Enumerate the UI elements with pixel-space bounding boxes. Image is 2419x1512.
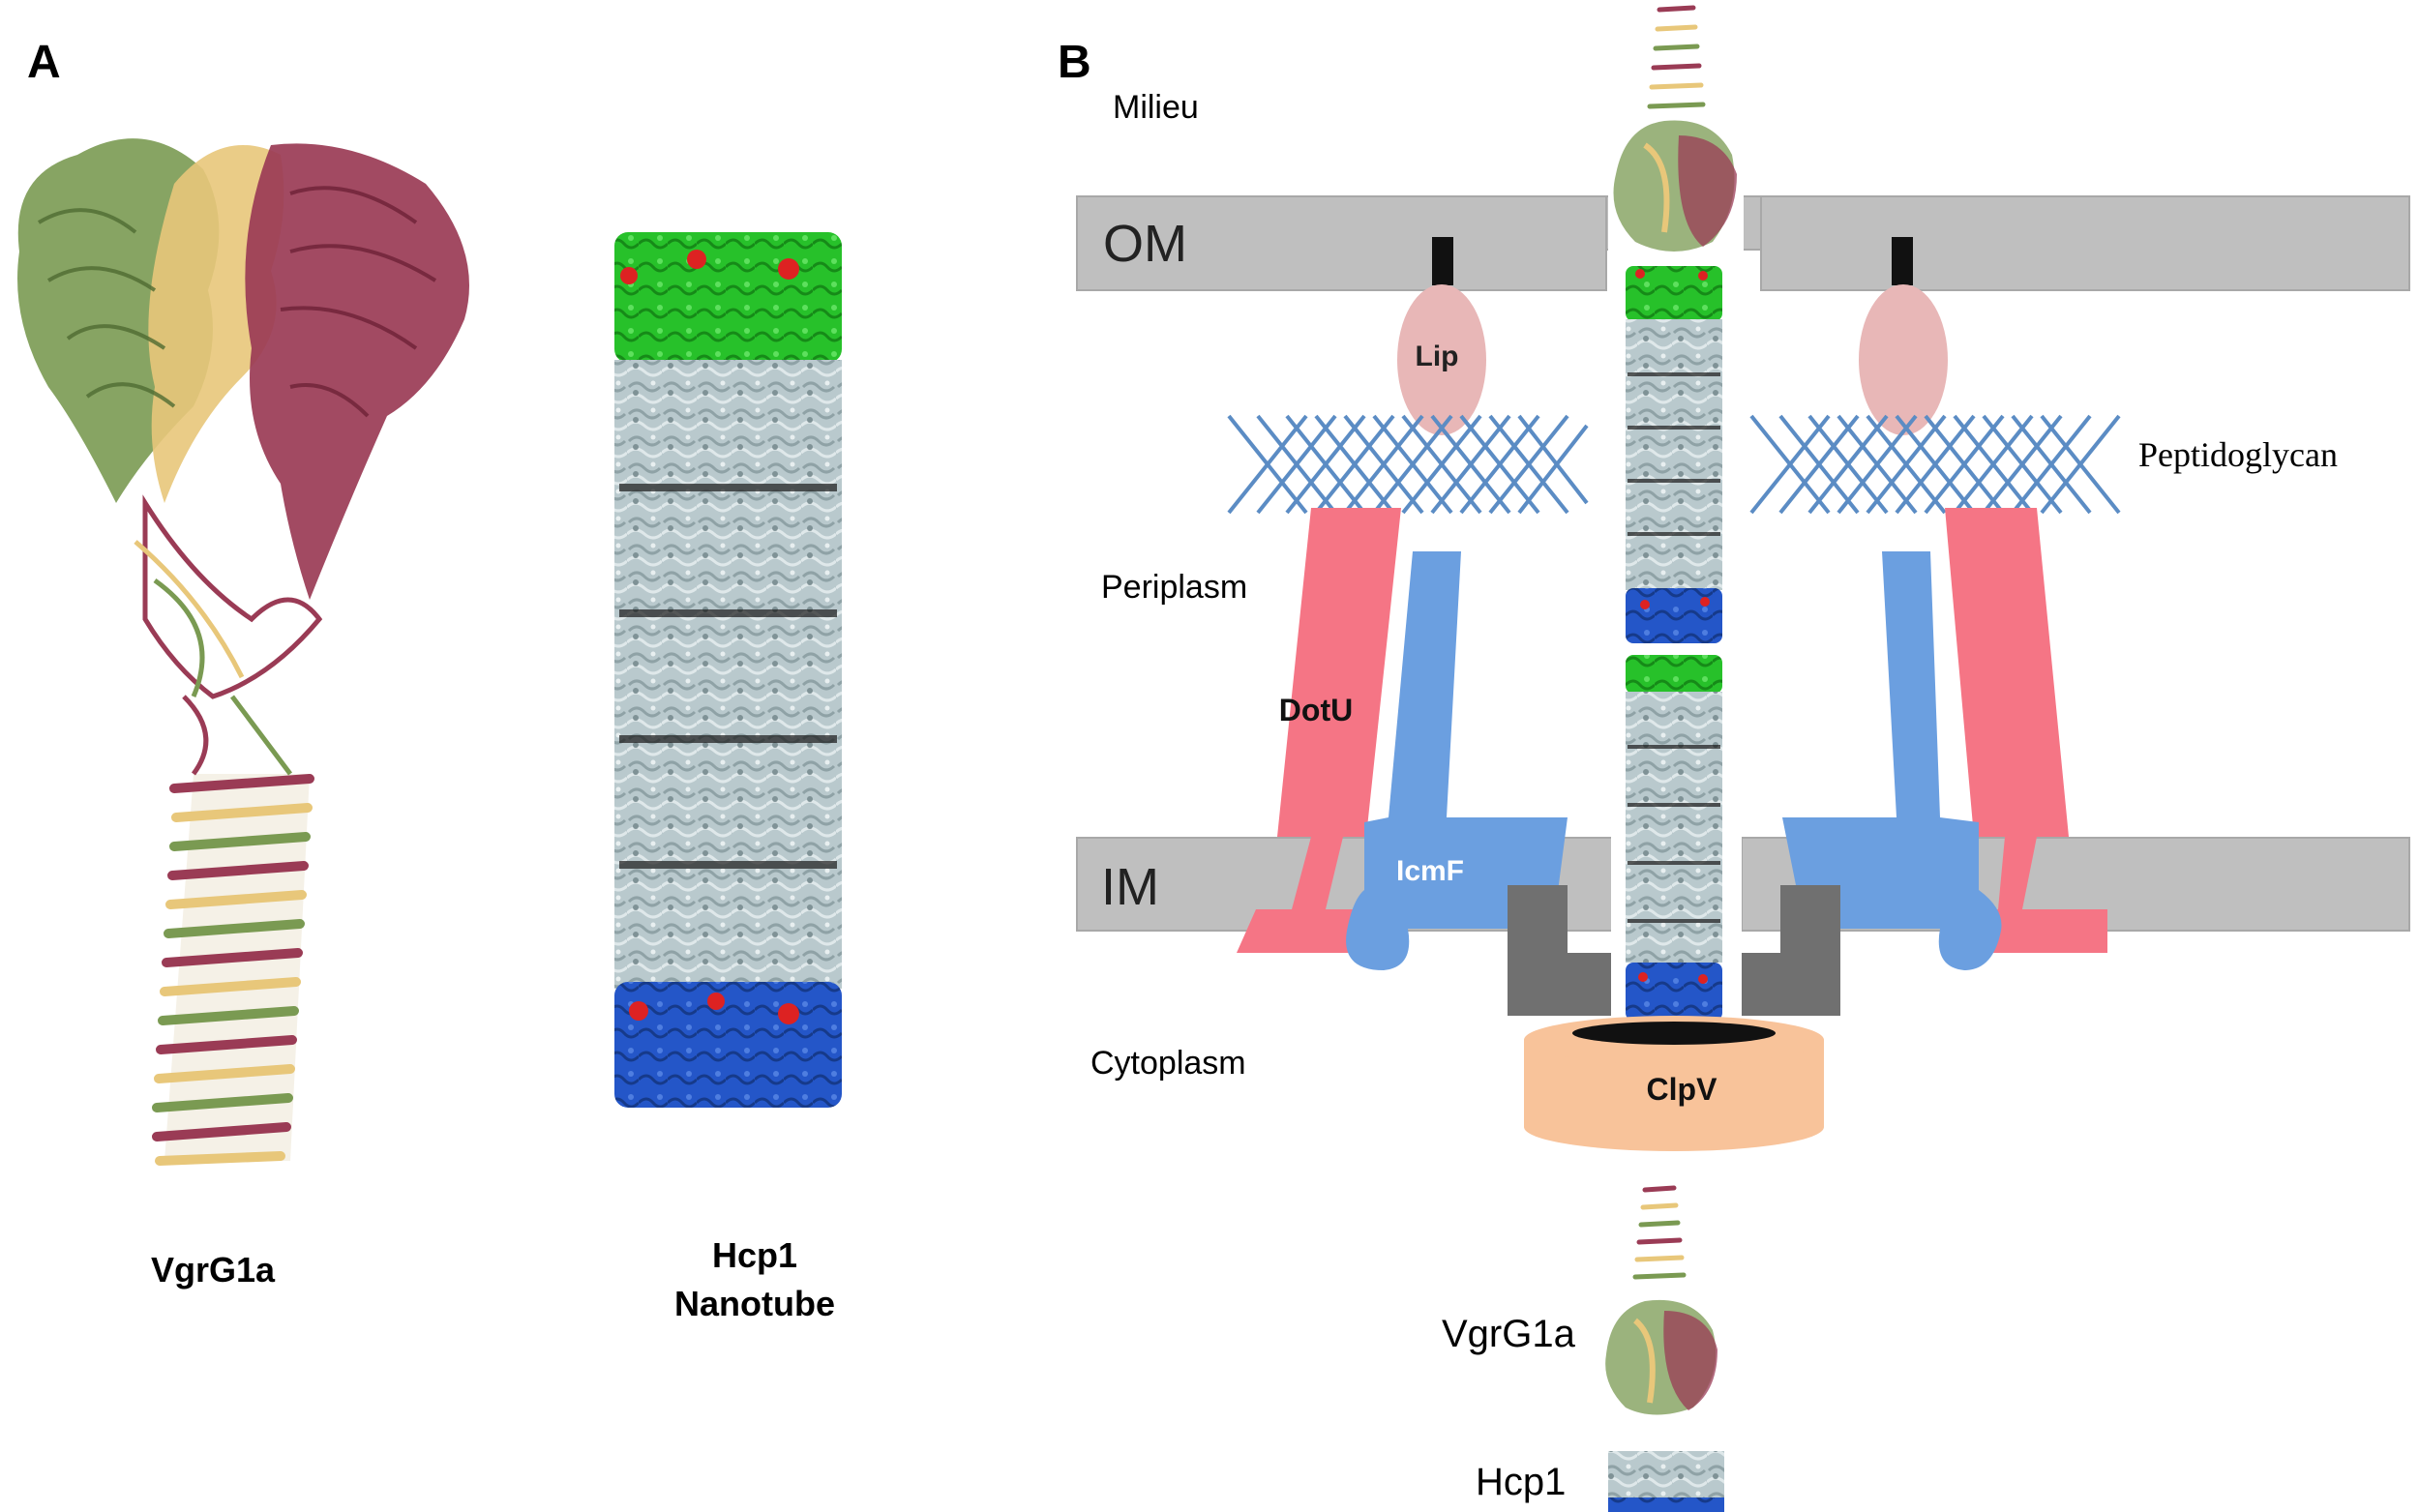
hcp1-tube-upper (1626, 266, 1722, 643)
periplasm-label: Periplasm (1101, 569, 1247, 606)
panel-a-letter: A (27, 37, 61, 88)
im-label: IM (1101, 858, 1159, 916)
icmf-right (1782, 551, 2002, 970)
dotu-label: DotU (1279, 693, 1353, 727)
cytoplasm-label: Cytoplasm (1090, 1045, 1246, 1082)
peptidoglycan-left (1227, 414, 1589, 515)
lip-left (1397, 237, 1486, 435)
peptidoglycan-right (1749, 414, 2121, 515)
hcp1-label-b: Hcp1 (1476, 1461, 1566, 1503)
icmf-label: IcmF (1396, 855, 1464, 887)
milieu-label: Milieu (1113, 89, 1199, 126)
hcp1-legend-icon (1608, 1451, 1724, 1512)
vgrg1a-structure-a (17, 138, 469, 1166)
dotu-right (1945, 508, 2107, 953)
icmf-left (1346, 551, 1568, 970)
peptidoglycan-label: Peptidoglycan (2138, 435, 2338, 474)
hcp1-label-a: Hcp1 (712, 1235, 797, 1275)
clpv-ring (1524, 1016, 1824, 1151)
panel-b-letter: B (1058, 37, 1091, 88)
vgrg1a-label-b: VgrG1a (1442, 1313, 1576, 1355)
baseplate-left (1508, 885, 1645, 1016)
dotu-left (1237, 508, 1401, 953)
lip-label: Lip (1416, 341, 1459, 372)
vgrg1a-spike-top (1608, 5, 1744, 259)
vgrg1a-label-a: VgrG1a (151, 1250, 276, 1290)
hcp1-nanotube-a (614, 232, 842, 1108)
hcp1-tube-lower (1626, 655, 1722, 1021)
nanotube-label-a: Nanotube (674, 1284, 835, 1323)
clpv-label: ClpV (1647, 1072, 1718, 1107)
om-label: OM (1103, 215, 1187, 273)
lip-right (1859, 237, 1948, 435)
vgrg1a-legend-icon (1605, 1185, 1717, 1415)
